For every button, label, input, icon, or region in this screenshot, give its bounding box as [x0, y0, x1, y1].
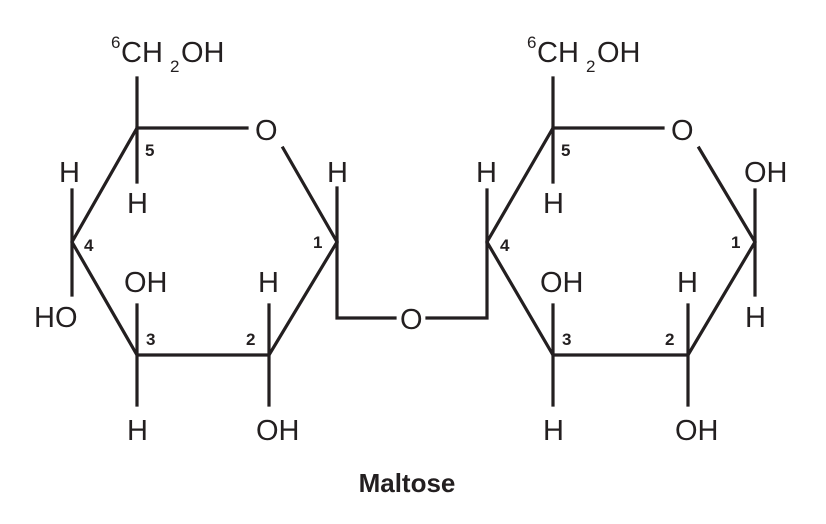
carbon-6-label: 6 — [527, 33, 536, 52]
carbon-number-2: 2 — [246, 330, 255, 349]
h-label: H — [127, 415, 148, 447]
oh-label: OH — [540, 267, 584, 299]
oh-label: OH — [675, 415, 719, 447]
carbon-6-label: 6 — [111, 33, 120, 52]
ho-label: HO — [34, 302, 78, 334]
subscript-2: 2 — [170, 57, 179, 76]
h-label: H — [677, 267, 698, 299]
h-label: H — [543, 415, 564, 447]
glycosidic-bond-lines — [335, 240, 489, 320]
ch2-label: CH — [537, 37, 579, 69]
carbon-number-5: 5 — [145, 141, 154, 160]
substituent-bonds-left — [70, 76, 339, 407]
ring-bonds-left — [70, 125, 339, 357]
substituent-bonds-right — [485, 76, 757, 407]
carbon-number-3: 3 — [562, 330, 571, 349]
carbon-number-4: 4 — [84, 236, 94, 255]
ring-oxygen: O — [671, 115, 694, 147]
glycosidic-oxygen: O — [400, 304, 423, 336]
right-glucose-unit: 6 CH 2 OH O H H OH H H OH OH H 5 4 3 2 1 — [476, 33, 788, 447]
carbon-number-1: 1 — [731, 233, 740, 252]
ch2-label: CH — [121, 37, 163, 69]
h-label: H — [59, 157, 80, 189]
carbon-number-2: 2 — [665, 330, 674, 349]
oh-label: OH — [124, 267, 168, 299]
oh-label: OH — [597, 37, 641, 69]
ring-bonds-right — [485, 125, 757, 357]
h-label: H — [127, 188, 148, 220]
diagram-title: Maltose — [359, 468, 456, 498]
h-label: H — [476, 157, 497, 189]
h-label: H — [745, 302, 766, 334]
h-label: H — [543, 188, 564, 220]
h-label: H — [327, 157, 348, 189]
carbon-number-4: 4 — [500, 236, 510, 255]
left-glucose-unit: 6 CH 2 OH O H H HO OH H H OH H 5 4 3 2 1 — [34, 33, 348, 447]
h-label: H — [258, 267, 279, 299]
ring-oxygen: O — [255, 115, 278, 147]
oh-label: OH — [181, 37, 225, 69]
carbon-number-1: 1 — [313, 233, 322, 252]
glycosidic-bond: O — [335, 240, 489, 336]
oh-label: OH — [256, 415, 300, 447]
oh-label: OH — [744, 157, 788, 189]
subscript-2: 2 — [586, 57, 595, 76]
carbon-number-3: 3 — [146, 330, 155, 349]
carbon-number-5: 5 — [561, 141, 570, 160]
